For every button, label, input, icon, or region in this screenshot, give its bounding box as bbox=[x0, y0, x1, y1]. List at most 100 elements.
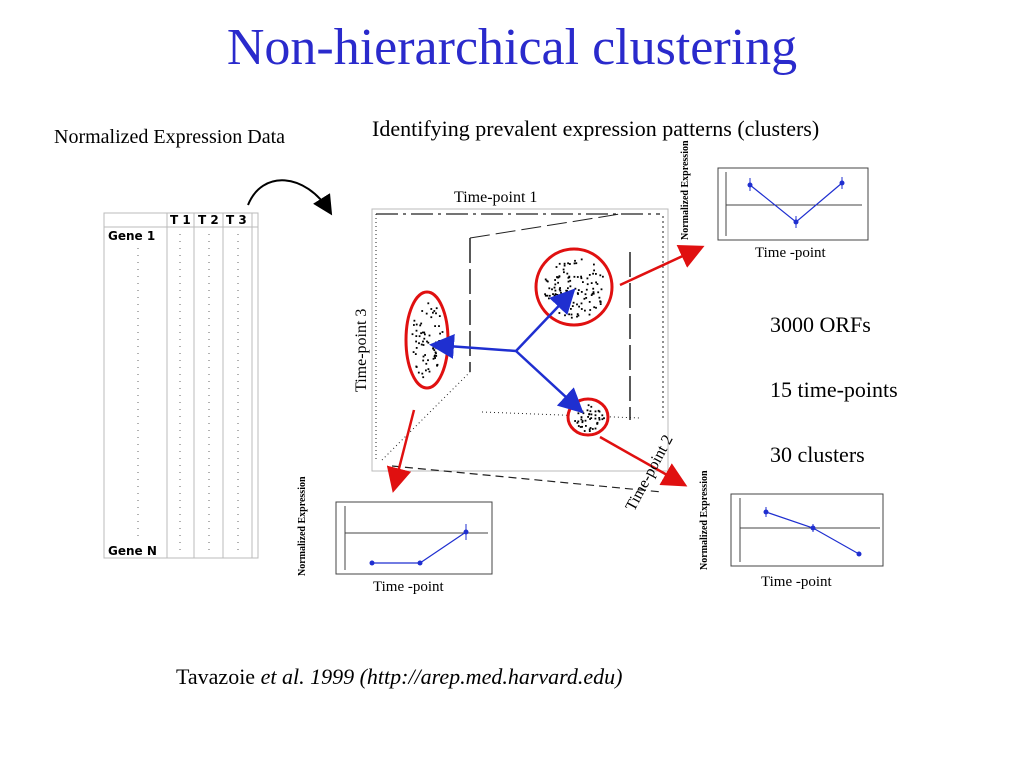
cluster-point bbox=[598, 418, 601, 421]
cluster-point bbox=[564, 314, 566, 317]
cluster-point bbox=[420, 343, 423, 346]
cluster-point bbox=[581, 425, 583, 428]
cluster-point bbox=[598, 410, 601, 413]
cluster-point bbox=[434, 325, 436, 327]
cluster-point bbox=[587, 416, 589, 418]
cluster-point bbox=[576, 421, 579, 424]
cluster-top-right bbox=[534, 247, 614, 327]
cluster-point bbox=[430, 308, 433, 310]
cluster-point bbox=[439, 332, 441, 335]
cluster-point bbox=[554, 293, 557, 295]
cluster-point bbox=[574, 259, 576, 262]
cluster-point bbox=[588, 428, 591, 431]
cluster-point bbox=[422, 376, 425, 379]
cluster-point bbox=[602, 275, 604, 278]
cluster-point bbox=[585, 297, 588, 299]
cluster-point bbox=[562, 295, 564, 297]
cluster-point bbox=[592, 287, 595, 290]
cluster-point bbox=[595, 273, 597, 275]
cluster-point bbox=[554, 295, 556, 297]
cluster-point bbox=[584, 419, 587, 422]
cluster-point bbox=[548, 294, 551, 297]
cluster-point bbox=[583, 430, 586, 432]
cluster-point bbox=[434, 357, 436, 359]
cluster-point bbox=[594, 414, 597, 417]
cluster-point bbox=[603, 417, 605, 420]
cluster-point bbox=[567, 262, 569, 265]
mini-plot-left-ylabel: Normalized Expression bbox=[297, 476, 308, 576]
cluster-point bbox=[590, 413, 593, 416]
cluster-point bbox=[411, 333, 414, 336]
cluster-point bbox=[427, 302, 430, 305]
cluster-point bbox=[593, 306, 596, 309]
cluster-point bbox=[415, 329, 418, 332]
citation: Tavazoie et al. 1999 (http://arep.med.ha… bbox=[176, 664, 623, 690]
cluster-point bbox=[566, 272, 569, 275]
cluster-point bbox=[436, 364, 438, 367]
cluster-point bbox=[573, 275, 576, 278]
cluster-point bbox=[598, 417, 601, 419]
cluster-point bbox=[576, 292, 579, 294]
cluster-point bbox=[572, 301, 575, 304]
mini-plot-top: Normalized Expression Time -point bbox=[680, 140, 869, 261]
cluster-point bbox=[423, 337, 426, 340]
cluster-point bbox=[438, 325, 440, 327]
cluster-point bbox=[580, 302, 583, 305]
table-header-t2: T 2 bbox=[198, 213, 219, 227]
cluster-point bbox=[580, 277, 583, 280]
cluster-point bbox=[588, 274, 591, 276]
cluster-point bbox=[563, 271, 565, 274]
cluster-point bbox=[559, 287, 561, 289]
cluster-point bbox=[599, 274, 602, 277]
cluster-point bbox=[585, 425, 587, 427]
cluster-point bbox=[589, 309, 592, 311]
table-header-t3: T 3 bbox=[226, 213, 247, 227]
cluster-point bbox=[560, 291, 562, 294]
cluster-point bbox=[579, 426, 582, 428]
cluster-point bbox=[577, 425, 580, 427]
cluster-point bbox=[425, 312, 428, 315]
cluster-point bbox=[566, 290, 568, 292]
cluster-point bbox=[600, 288, 603, 291]
cluster-point bbox=[580, 258, 583, 261]
cluster-point bbox=[546, 294, 549, 297]
cluster-point bbox=[574, 420, 576, 422]
cluster-point bbox=[589, 418, 591, 420]
cluster-point bbox=[441, 331, 444, 333]
cluster-point bbox=[544, 278, 547, 281]
cluster-point bbox=[584, 309, 586, 312]
cluster-point bbox=[554, 279, 556, 281]
cluster-point bbox=[582, 281, 584, 283]
axis-label-time-point-3: Time-point 3 bbox=[353, 309, 370, 392]
cluster-point bbox=[591, 292, 594, 295]
vector-to-bottom-cluster bbox=[515, 350, 584, 414]
clusters-caption: Identifying prevalent expression pattern… bbox=[372, 116, 820, 141]
cluster-point bbox=[554, 289, 557, 292]
cluster-point bbox=[435, 307, 438, 310]
cluster-point bbox=[581, 421, 584, 424]
cluster-point bbox=[558, 275, 561, 278]
cluster-point bbox=[412, 351, 415, 353]
mini-plot-right-xlabel: Time -point bbox=[761, 574, 833, 590]
cluster-point bbox=[424, 354, 426, 356]
cluster-point bbox=[557, 281, 559, 284]
cluster-point bbox=[415, 323, 418, 326]
cluster-point bbox=[435, 341, 437, 344]
cluster-point bbox=[433, 310, 436, 312]
cluster-point bbox=[422, 344, 425, 346]
cluster-point bbox=[563, 264, 566, 267]
cluster-point bbox=[424, 333, 426, 336]
vector-to-left-cluster bbox=[429, 333, 517, 359]
cluster-point bbox=[567, 276, 570, 279]
cluster-point bbox=[577, 420, 580, 423]
pointer-to-plot-top bbox=[619, 245, 705, 287]
cluster-point bbox=[580, 418, 583, 421]
cluster-point bbox=[435, 312, 437, 315]
cluster-point bbox=[577, 412, 580, 415]
cluster-point bbox=[599, 303, 602, 305]
cluster-point bbox=[546, 280, 549, 283]
cluster-point bbox=[420, 332, 422, 335]
cluster-point bbox=[553, 286, 556, 289]
cluster-point bbox=[428, 334, 431, 337]
